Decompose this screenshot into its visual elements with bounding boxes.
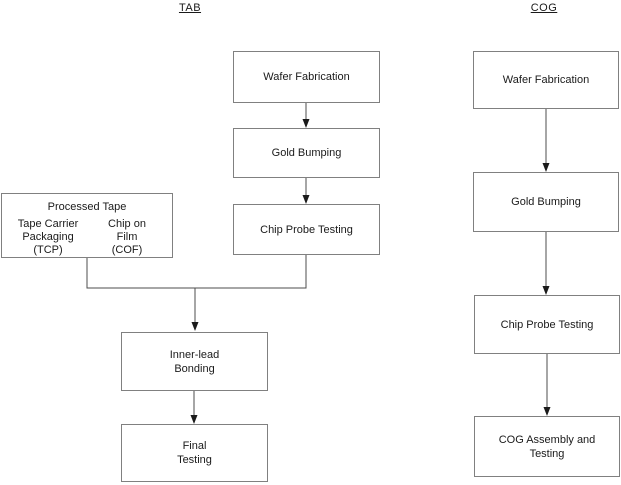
cog-chip-probe-testing-box: Chip Probe Testing — [474, 295, 620, 354]
cog-assembly-line1: COG Assembly and — [498, 433, 596, 446]
processed-tape-options: Tape Carrier Packaging (TCP) Chip on Fil… — [2, 218, 172, 257]
inner-lead-bonding-line1: Inner-lead — [169, 348, 220, 361]
cog-wafer-fabrication-box: Wafer Fabrication — [473, 51, 619, 109]
final-testing-line1: Final — [182, 440, 207, 452]
cog-wafer-fabrication-label: Wafer Fabrication — [502, 74, 590, 86]
tab-gold-bumping-box: Gold Bumping — [233, 128, 380, 178]
processed-tape-box: Processed Tape Tape Carrier Packaging (T… — [1, 193, 173, 258]
final-testing-box: Final Testing — [121, 424, 268, 482]
tab-column-title: TAB — [178, 2, 202, 14]
cog-column-title: COG — [530, 2, 558, 14]
chip-on-film-option: Chip on Film (COF) — [92, 218, 162, 257]
tab-wafer-fabrication-box: Wafer Fabrication — [233, 51, 380, 103]
tab-chip-probe-testing-label: Chip Probe Testing — [260, 223, 353, 236]
cog-gold-bumping-box: Gold Bumping — [473, 172, 619, 232]
tab-wafer-fabrication-label: Wafer Fabrication — [263, 71, 350, 83]
tcp-line2: Packaging — [22, 231, 74, 243]
processed-tape-title: Processed Tape — [47, 201, 127, 213]
cog-chip-probe-testing-label: Chip Probe Testing — [500, 318, 594, 331]
tape-carrier-packaging-option: Tape Carrier Packaging (TCP) — [8, 218, 88, 257]
final-testing-line2: Testing — [177, 454, 212, 466]
cog-gold-bumping-label: Gold Bumping — [511, 196, 581, 208]
cof-line2: Film — [116, 231, 138, 243]
cog-assembly-line2: Testing — [529, 447, 565, 460]
tab-chip-probe-testing-box: Chip Probe Testing — [233, 204, 380, 255]
cof-line1: Chip on — [108, 218, 146, 230]
tcp-line3: (TCP) — [33, 244, 63, 256]
tab-gold-bumping-label: Gold Bumping — [271, 147, 342, 159]
inner-lead-bonding-box: Inner-lead Bonding — [121, 332, 268, 391]
inner-lead-bonding-line2: Bonding — [174, 362, 215, 375]
cog-assembly-testing-box: COG Assembly and Testing — [474, 416, 620, 477]
tcp-line1: Tape Carrier — [17, 218, 79, 230]
cof-line3: (COF) — [111, 244, 143, 256]
